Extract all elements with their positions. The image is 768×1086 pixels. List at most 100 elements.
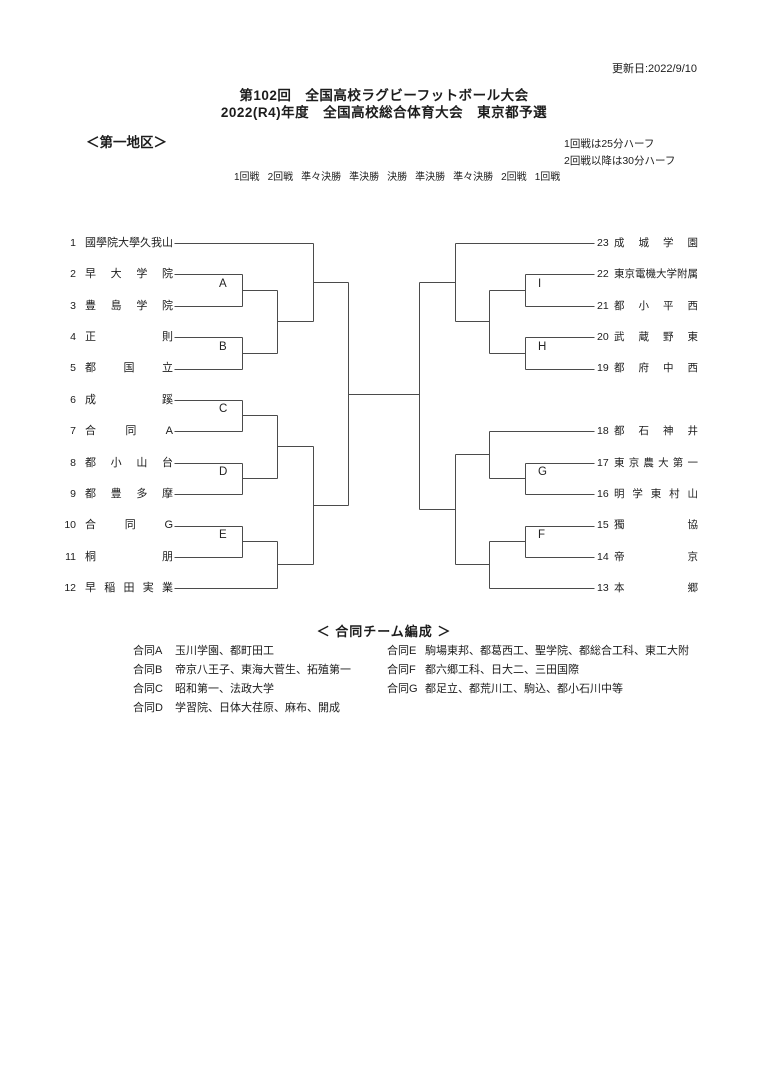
round-label-r1-left: 1回戦 bbox=[234, 172, 260, 183]
seed-label: I bbox=[538, 278, 542, 290]
legend-label: 合同C bbox=[133, 683, 163, 695]
round-label-r2-right: 2回戦 bbox=[501, 172, 527, 183]
legend-label: 合同F bbox=[387, 664, 416, 676]
team-number: 22 bbox=[597, 268, 609, 280]
legend-members: 昭和第一、法政大学 bbox=[175, 683, 274, 695]
team-number: 11 bbox=[65, 551, 76, 563]
team-number: 18 bbox=[597, 425, 609, 437]
team-number: 13 bbox=[597, 582, 609, 594]
seed-label: E bbox=[219, 529, 227, 541]
seed-label: A bbox=[219, 278, 227, 290]
team-row: 2 早大学院 bbox=[0, 266, 768, 282]
seed-label: F bbox=[538, 529, 546, 541]
team-number: 3 bbox=[70, 300, 76, 312]
seed-label: D bbox=[219, 466, 228, 478]
legend-row: 合同C 昭和第一、法政大学 bbox=[133, 680, 274, 696]
legend-members: 玉川学園、都町田工 bbox=[175, 645, 274, 657]
team-name: 都府中西 bbox=[614, 362, 698, 374]
team-name: 成蹊 bbox=[85, 394, 173, 406]
team-number: 7 bbox=[70, 425, 76, 437]
team-number: 2 bbox=[70, 268, 76, 280]
legend-members: 都六郷工科、日大二、三田国際 bbox=[425, 664, 579, 676]
round-label-r2-left: 2回戦 bbox=[267, 172, 294, 183]
team-number: 1 bbox=[70, 237, 76, 249]
team-row: 19 都府中西 bbox=[0, 360, 768, 376]
team-name: 都石神井 bbox=[614, 425, 698, 437]
page-title: 第102回 全国高校ラグビーフットボール大会 bbox=[239, 88, 529, 103]
team-row: 23 成城学園 bbox=[0, 235, 768, 251]
team-name: 桐朋 bbox=[85, 551, 173, 563]
team-name: 帝京 bbox=[614, 551, 698, 563]
team-row: 11 桐朋 bbox=[0, 549, 768, 565]
team-number: 21 bbox=[597, 300, 609, 312]
round-label-r1-right: 1回戦 bbox=[534, 172, 561, 183]
team-row: 1 國學院大學久我山 bbox=[0, 235, 768, 251]
legend-label: 合同E bbox=[387, 645, 417, 657]
team-number: 8 bbox=[70, 457, 76, 469]
team-row: 9 都豊多摩 bbox=[0, 486, 768, 502]
team-number: 20 bbox=[597, 331, 609, 343]
legend-members: 学習院、日体大荏原、麻布、開成 bbox=[175, 702, 340, 714]
round-label-qf-right: 準々決勝 bbox=[453, 172, 494, 183]
team-name: 東京農大第一 bbox=[614, 457, 698, 469]
round-label-sf-left: 準決勝 bbox=[349, 172, 380, 183]
legend-members: 帝京八王子、東海大菅生、拓殖第一 bbox=[175, 664, 351, 676]
team-name: 早大学院 bbox=[85, 268, 173, 280]
team-name: 都国立 bbox=[85, 362, 173, 374]
note-line-1: 1回戦は25分ハーフ bbox=[564, 138, 655, 150]
team-name: 正則 bbox=[85, 331, 173, 343]
team-number: 4 bbox=[70, 331, 76, 343]
team-name: 豊島学院 bbox=[85, 300, 173, 312]
team-number: 19 bbox=[597, 362, 609, 374]
team-row: 5 都国立 bbox=[0, 360, 768, 376]
team-number: 5 bbox=[70, 362, 76, 374]
seed-label: B bbox=[219, 341, 227, 353]
seed-label: H bbox=[538, 341, 547, 353]
page-subtitle: 2022(R4)年度 全国高校総合体育大会 東京都予選 bbox=[220, 105, 548, 120]
team-name: 本郷 bbox=[614, 582, 698, 594]
team-row: 18 都石神井 bbox=[0, 423, 768, 439]
team-name: 都小山台 bbox=[85, 457, 173, 469]
legend-members: 駒場東邦、都葛西工、聖学院、都総合工科、東工大附 bbox=[425, 645, 689, 657]
note-line-2: 2回戦以降は30分ハーフ bbox=[564, 155, 676, 167]
round-label-qf-left: 準々決勝 bbox=[301, 172, 342, 183]
update-date: 更新日:2022/9/10 bbox=[612, 63, 697, 75]
match-duration-notes: 1回戦は25分ハーフ 2回戦以降は30分ハーフ bbox=[564, 136, 675, 170]
legend-label: 合同A bbox=[133, 645, 163, 657]
team-name: 都豊多摩 bbox=[85, 488, 173, 500]
legend-label: 合同B bbox=[133, 664, 163, 676]
team-name: 國學院大學久我山 bbox=[85, 237, 173, 249]
team-row: 14 帝京 bbox=[0, 549, 768, 565]
team-name: 明学東村山 bbox=[614, 488, 698, 500]
legend-title: ＜ 合同チーム編成 ＞ bbox=[316, 624, 452, 639]
legend-row: 合同B 帝京八王子、東海大菅生、拓殖第一 bbox=[133, 661, 351, 677]
legend-row: 合同A 玉川学園、都町田工 bbox=[133, 642, 274, 658]
seed-label: G bbox=[538, 466, 547, 478]
team-number: 10 bbox=[64, 519, 76, 531]
legend-row: 合同E 駒場東邦、都葛西工、聖学院、都総合工科、東工大附 bbox=[387, 642, 689, 658]
round-labels: 1回戦 2回戦 準々決勝 準決勝 決勝 準決勝 準々決勝 2回戦 1回戦 bbox=[234, 168, 560, 183]
team-name: 東京電機大学附属 bbox=[614, 268, 698, 280]
team-number: 14 bbox=[597, 551, 609, 563]
team-number: 12 bbox=[64, 582, 76, 594]
team-row: 8 都小山台 bbox=[0, 455, 768, 471]
team-name: 成城学園 bbox=[614, 237, 698, 249]
team-number: 23 bbox=[597, 237, 609, 249]
team-number: 9 bbox=[70, 488, 76, 500]
legend-members: 都足立、都荒川工、駒込、都小石川中等 bbox=[425, 683, 623, 695]
seed-label: C bbox=[219, 403, 228, 415]
